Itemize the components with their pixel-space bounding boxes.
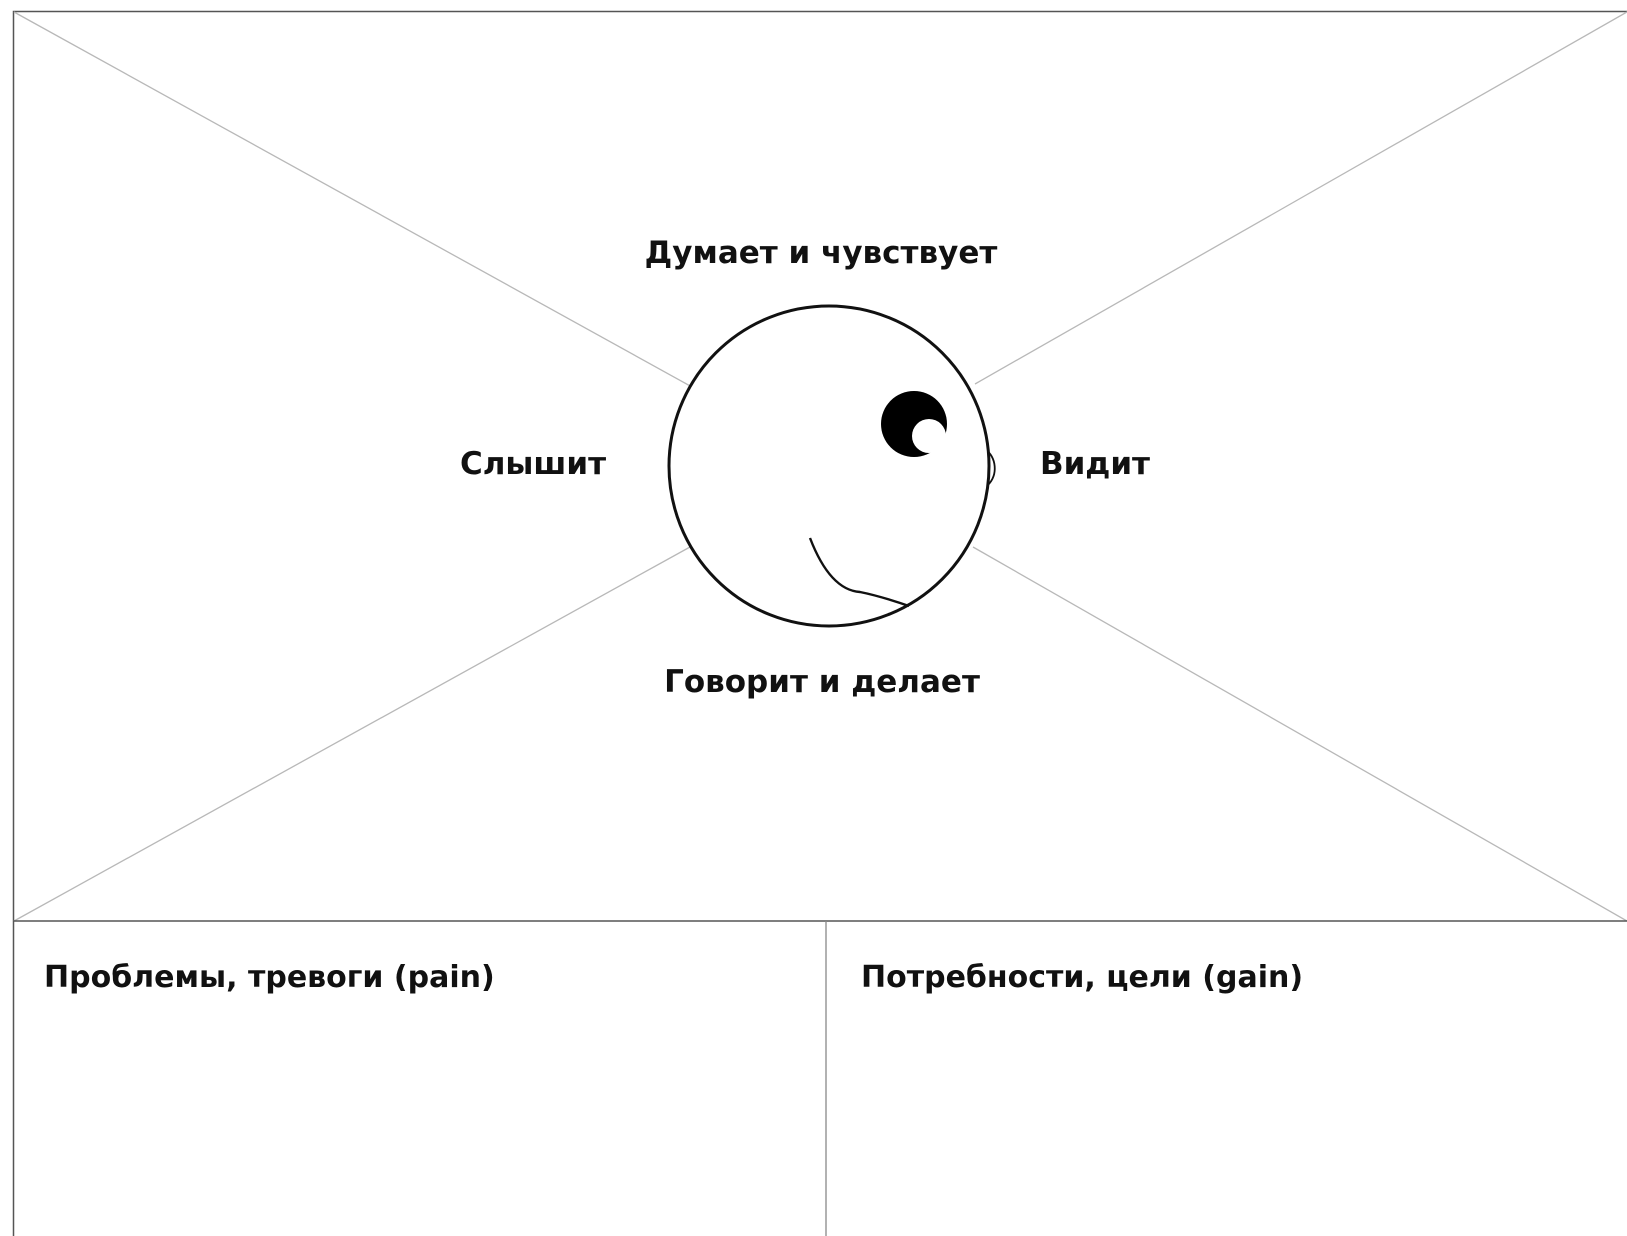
label-hears: Слышит — [460, 446, 606, 482]
label-thinks-feels: Думает и чувствует — [645, 235, 998, 271]
diagonal-top-right — [974, 11, 1627, 385]
diagonal-top-left — [13, 11, 693, 388]
gain-panel-title: Потребности, цели (gain) — [861, 960, 1303, 995]
label-sees: Видит — [1040, 446, 1150, 482]
map-frame — [12, 10, 1627, 1236]
diagonal-bottom-right — [972, 546, 1627, 922]
eye-highlight — [912, 419, 946, 453]
head-figure — [667, 304, 996, 628]
pain-panel-title: Проблемы, тревоги (pain) — [44, 960, 495, 995]
head-circle — [667, 304, 991, 628]
diagonal-bottom-left — [13, 546, 691, 922]
label-says-does: Говорит и делает — [664, 664, 980, 700]
mouth — [808, 537, 910, 608]
quadrant-diagonals — [13, 11, 1627, 922]
